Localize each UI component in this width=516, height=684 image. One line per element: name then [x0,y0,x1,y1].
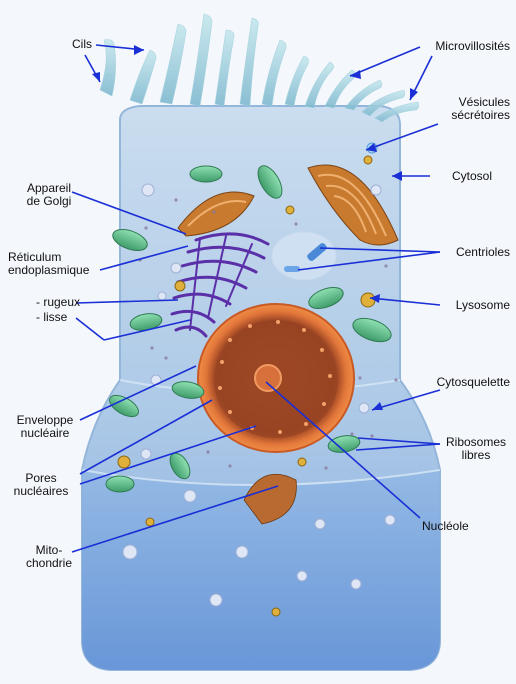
centriole-halo [271,231,337,281]
label-appareil-de-golgi: Appareil de Golgi [26,181,72,208]
label-ribosomes-libres: Ribosomes libres [445,435,507,462]
leader-arrowheads [92,45,418,410]
cilia-group [99,13,419,123]
label-nucleole: Nucléole [422,519,469,533]
label-rugueux: - rugeux [36,295,81,309]
label-cils: Cils [72,37,92,51]
label-lysosome: Lysosome [455,298,510,312]
nucleolus [254,364,282,392]
label-vesicules-secretoires: Vésicules sécrétoires [451,95,510,122]
golgi-right [307,164,399,246]
label-microvillosites: Microvillosités [435,39,510,53]
label-pores-nucleaires: Pores nucléaires [13,471,69,498]
label-enveloppe-nucleaire: Enveloppe nucléaire [16,413,74,440]
label-cytosol: Cytosol [451,169,492,183]
label-mitochondrie: Mito- chondrie [25,543,73,570]
ribosomes-group [138,198,398,470]
label-centrioles: Centrioles [455,245,510,259]
centriole [284,266,300,272]
label-lisse: - lisse [36,310,68,324]
golgi-lower [243,473,297,525]
golgi-left [177,191,255,237]
label-cytosquelette: Cytosquelette [436,375,510,389]
endoplasmic-reticulum [170,232,270,338]
label-reticulum-endoplasmique: Réticulum endoplasmique [8,250,90,277]
